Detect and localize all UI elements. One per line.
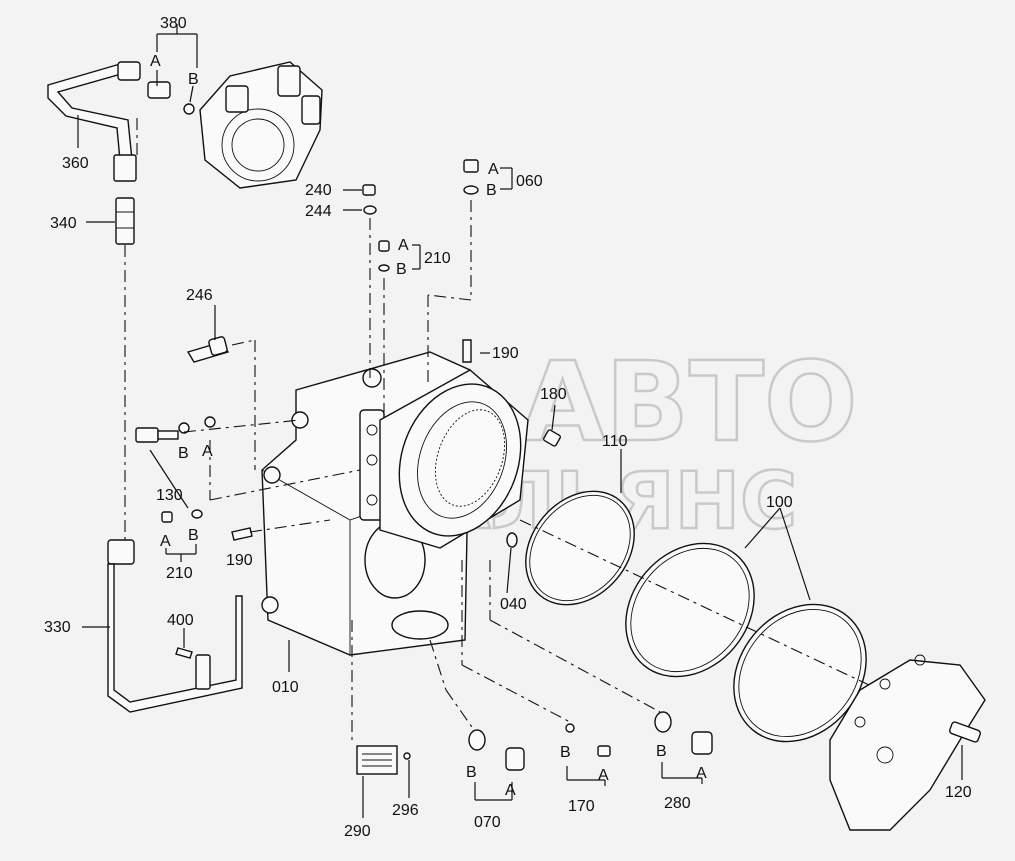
label-240: 240 xyxy=(305,182,332,199)
label-246: 246 xyxy=(186,287,213,304)
letter-a: A xyxy=(150,53,161,70)
letter-b: B xyxy=(396,261,407,278)
label-244: 244 xyxy=(305,203,332,220)
label-340: 340 xyxy=(50,215,77,232)
pump-assembly xyxy=(199,61,323,189)
plug-280 xyxy=(654,711,713,755)
clamp-400 xyxy=(175,647,193,659)
union-340 xyxy=(115,197,135,245)
bolt-120 xyxy=(948,721,982,743)
bolt-130 xyxy=(135,416,216,443)
letter-b: B xyxy=(188,527,199,544)
letter-a: A xyxy=(598,767,609,784)
label-110: 110 xyxy=(602,433,628,450)
letter-a: A xyxy=(398,237,409,254)
label-360: 360 xyxy=(62,155,89,172)
oring-110 xyxy=(525,490,635,606)
plug-060 xyxy=(463,159,479,195)
label-296: 296 xyxy=(392,802,419,819)
letter-a: A xyxy=(202,443,213,460)
letter-b: B xyxy=(466,764,477,781)
sensor-246 xyxy=(186,336,230,363)
label-330: 330 xyxy=(44,619,71,636)
nipple-190-top xyxy=(462,339,472,363)
plug-240 xyxy=(362,184,377,215)
pipe-330 xyxy=(107,539,243,713)
flange-ring xyxy=(379,369,529,549)
oring-100b xyxy=(733,603,867,743)
label-120: 120 xyxy=(945,784,972,801)
label-280: 280 xyxy=(664,795,691,812)
label-010: 010 xyxy=(272,679,299,696)
label-180: 180 xyxy=(540,386,567,403)
label-400: 400 xyxy=(167,612,194,629)
label-060: 060 xyxy=(516,173,543,190)
leader-lines xyxy=(77,24,963,818)
label-190-left: 190 xyxy=(226,552,253,569)
label-210-bottom: 210 xyxy=(166,565,193,582)
oring-040 xyxy=(506,532,518,548)
part-labels: 380 360 340 330 400 010 290 296 070 170 … xyxy=(44,15,972,840)
label-380: 380 xyxy=(160,15,187,32)
watermark-line1: АВТО xyxy=(520,338,858,466)
letter-a: A xyxy=(696,765,707,782)
plug-210-bottom xyxy=(161,509,203,523)
letter-b: B xyxy=(486,182,497,199)
label-190-top: 190 xyxy=(492,345,519,362)
letter-b: B xyxy=(178,445,189,462)
center-lines xyxy=(136,115,661,745)
plug-070 xyxy=(468,729,525,771)
ab-labels: A B A B A B B A A B B A B A B A xyxy=(150,53,707,799)
label-210-top: 210 xyxy=(424,250,451,267)
letter-b: B xyxy=(560,744,571,761)
label-290: 290 xyxy=(344,823,371,840)
nipple-180 xyxy=(542,429,562,447)
nipple-190-left xyxy=(231,527,253,541)
nameplate-290 xyxy=(356,745,411,775)
label-100: 100 xyxy=(766,494,793,511)
letter-a: A xyxy=(488,161,499,178)
letter-a: A xyxy=(160,533,171,550)
label-130: 130 xyxy=(156,487,183,504)
letter-a: A xyxy=(505,782,516,799)
oring-100a xyxy=(625,542,755,678)
plug-170 xyxy=(565,723,611,757)
label-070: 070 xyxy=(474,814,501,831)
pipe-360 xyxy=(47,61,141,182)
fitting-380 xyxy=(147,81,195,115)
label-040: 040 xyxy=(500,596,527,613)
letter-b: B xyxy=(656,743,667,760)
plug-210-top xyxy=(378,240,390,272)
label-170: 170 xyxy=(568,798,595,815)
letter-b: B xyxy=(188,71,199,88)
cover-plate xyxy=(829,654,986,831)
